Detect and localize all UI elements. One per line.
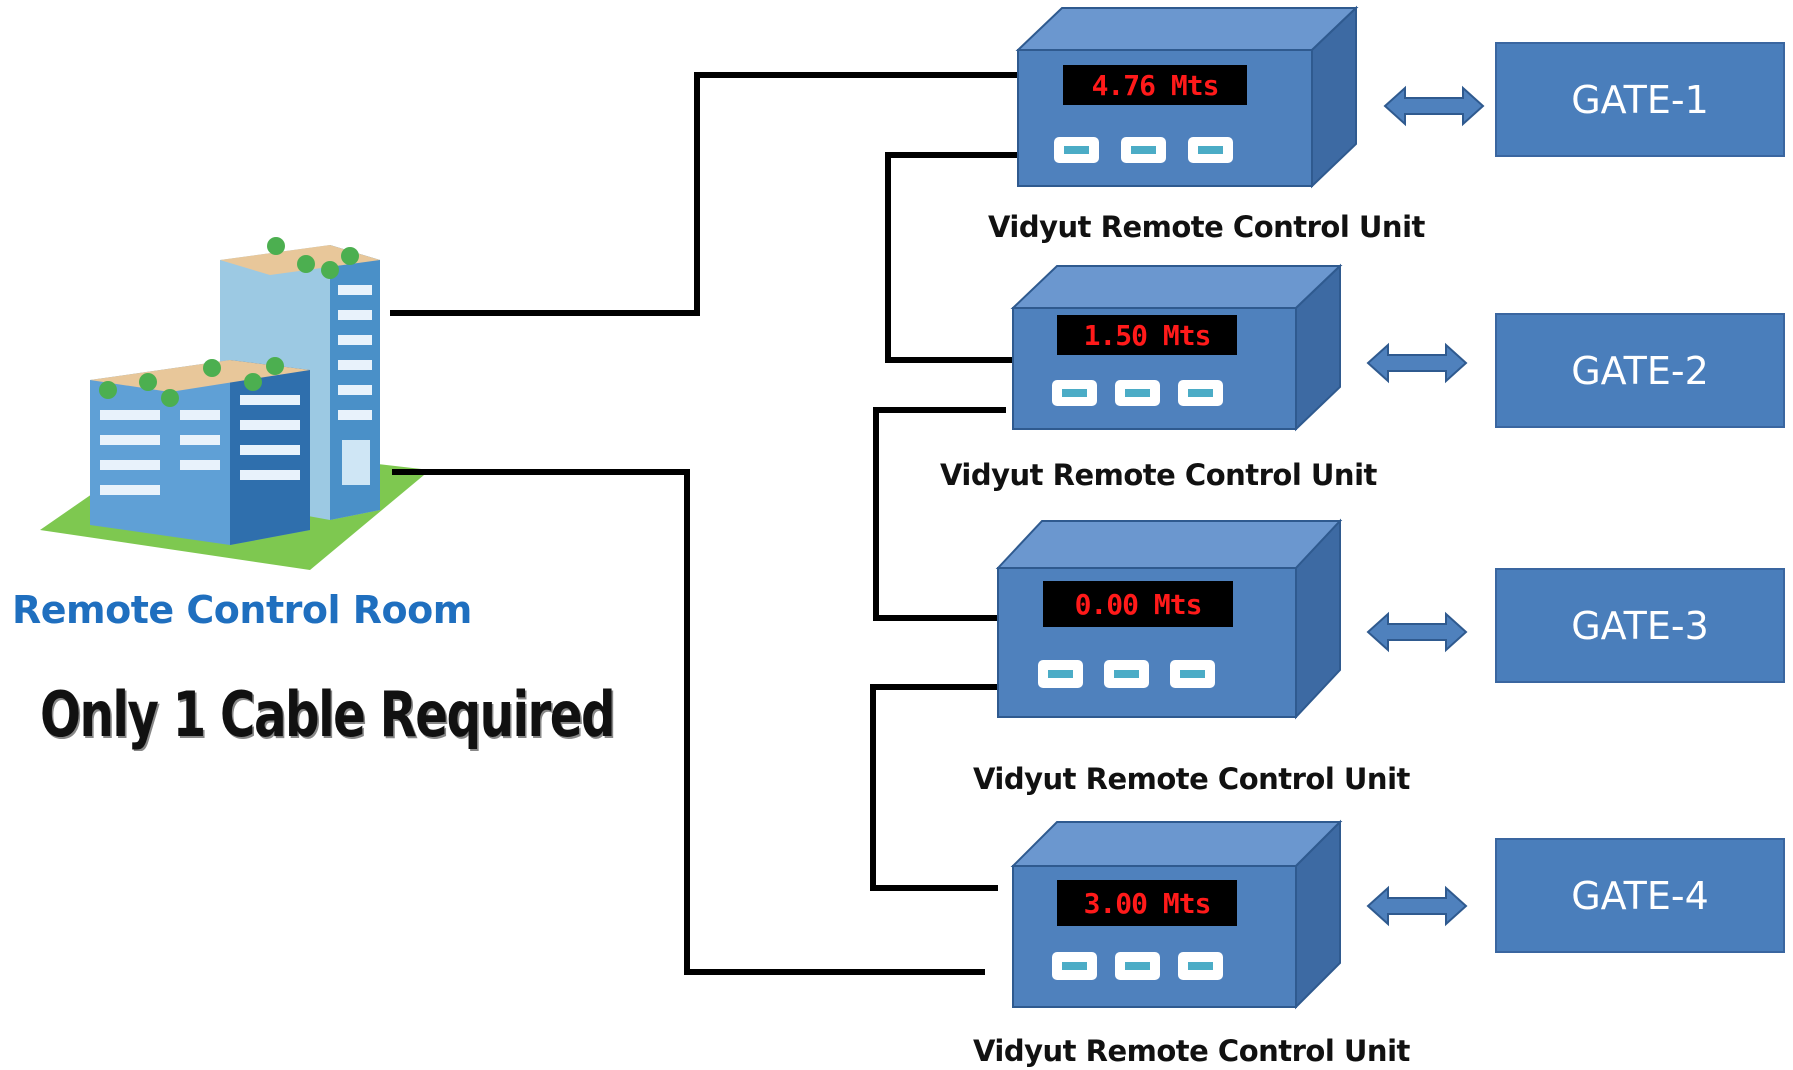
unit-4-caption: Vidyut Remote Control Unit	[973, 1034, 1410, 1068]
unit-3-caption: Vidyut Remote Control Unit	[973, 762, 1410, 796]
unit-buttons	[1038, 137, 1233, 980]
unit-1-display: 4.76 Mts	[1063, 65, 1247, 105]
remote-control-units	[995, 5, 1359, 1010]
unit-1-caption: Vidyut Remote Control Unit	[988, 210, 1425, 244]
gate-4-box: GATE-4	[1495, 838, 1785, 953]
double-arrow-icon	[1366, 342, 1468, 384]
unit-4-buttons	[1052, 952, 1223, 980]
gate-3-box: GATE-3	[1495, 568, 1785, 683]
unit-2-display: 1.50 Mts	[1057, 315, 1237, 355]
cable-lines	[390, 72, 1018, 975]
remote-control-room-caption: Remote Control Room	[12, 588, 472, 632]
double-arrow-icon	[1366, 885, 1468, 927]
unit-1-buttons	[1054, 137, 1233, 163]
unit-1-box	[1015, 5, 1359, 189]
unit-4-box	[1010, 819, 1343, 1010]
cable-tagline: Only 1 Cable Required	[40, 678, 616, 751]
gate-2-box: GATE-2	[1495, 313, 1785, 428]
unit-4-display: 3.00 Mts	[1057, 880, 1237, 926]
gate-1-box: GATE-1	[1495, 42, 1785, 157]
unit-3-display: 0.00 Mts	[1043, 581, 1233, 627]
building-icon	[40, 237, 430, 570]
unit-3-buttons	[1038, 660, 1215, 688]
unit-2-caption: Vidyut Remote Control Unit	[940, 458, 1377, 492]
double-arrow-icon	[1383, 85, 1485, 127]
double-arrow-icons	[1366, 85, 1485, 927]
unit-2-buttons	[1052, 380, 1223, 406]
double-arrow-icon	[1366, 611, 1468, 653]
